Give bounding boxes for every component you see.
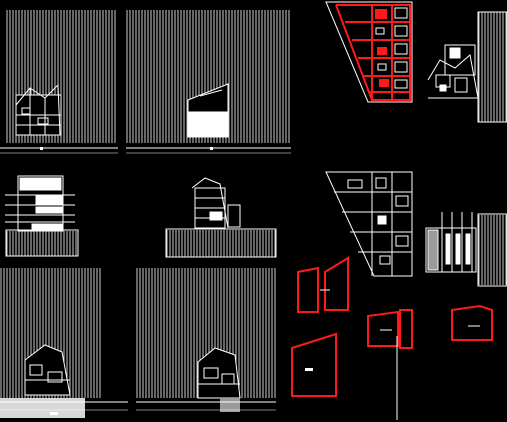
building-elevation-drawing xyxy=(187,83,229,138)
elevation-sheet-bottom-left-2 xyxy=(136,268,276,412)
section-middle-center xyxy=(165,177,277,258)
red-outline-plans xyxy=(291,256,493,397)
small-section-top-right xyxy=(427,44,479,99)
elevation-sheet-bottom-left-1 xyxy=(0,268,128,418)
floor-plan-middle-right xyxy=(325,171,413,277)
hatched-panel-top-right xyxy=(477,11,507,123)
building-elevation-drawing xyxy=(15,83,62,136)
section-middle-left xyxy=(5,175,79,257)
elevation-sheet-top-left-1 xyxy=(0,10,118,154)
vertical-hatch xyxy=(126,10,290,143)
elevation-sheet-top-left-2 xyxy=(126,10,291,154)
floor-plan-red-top xyxy=(325,1,413,103)
elevation-strips-middle-right xyxy=(425,212,507,287)
